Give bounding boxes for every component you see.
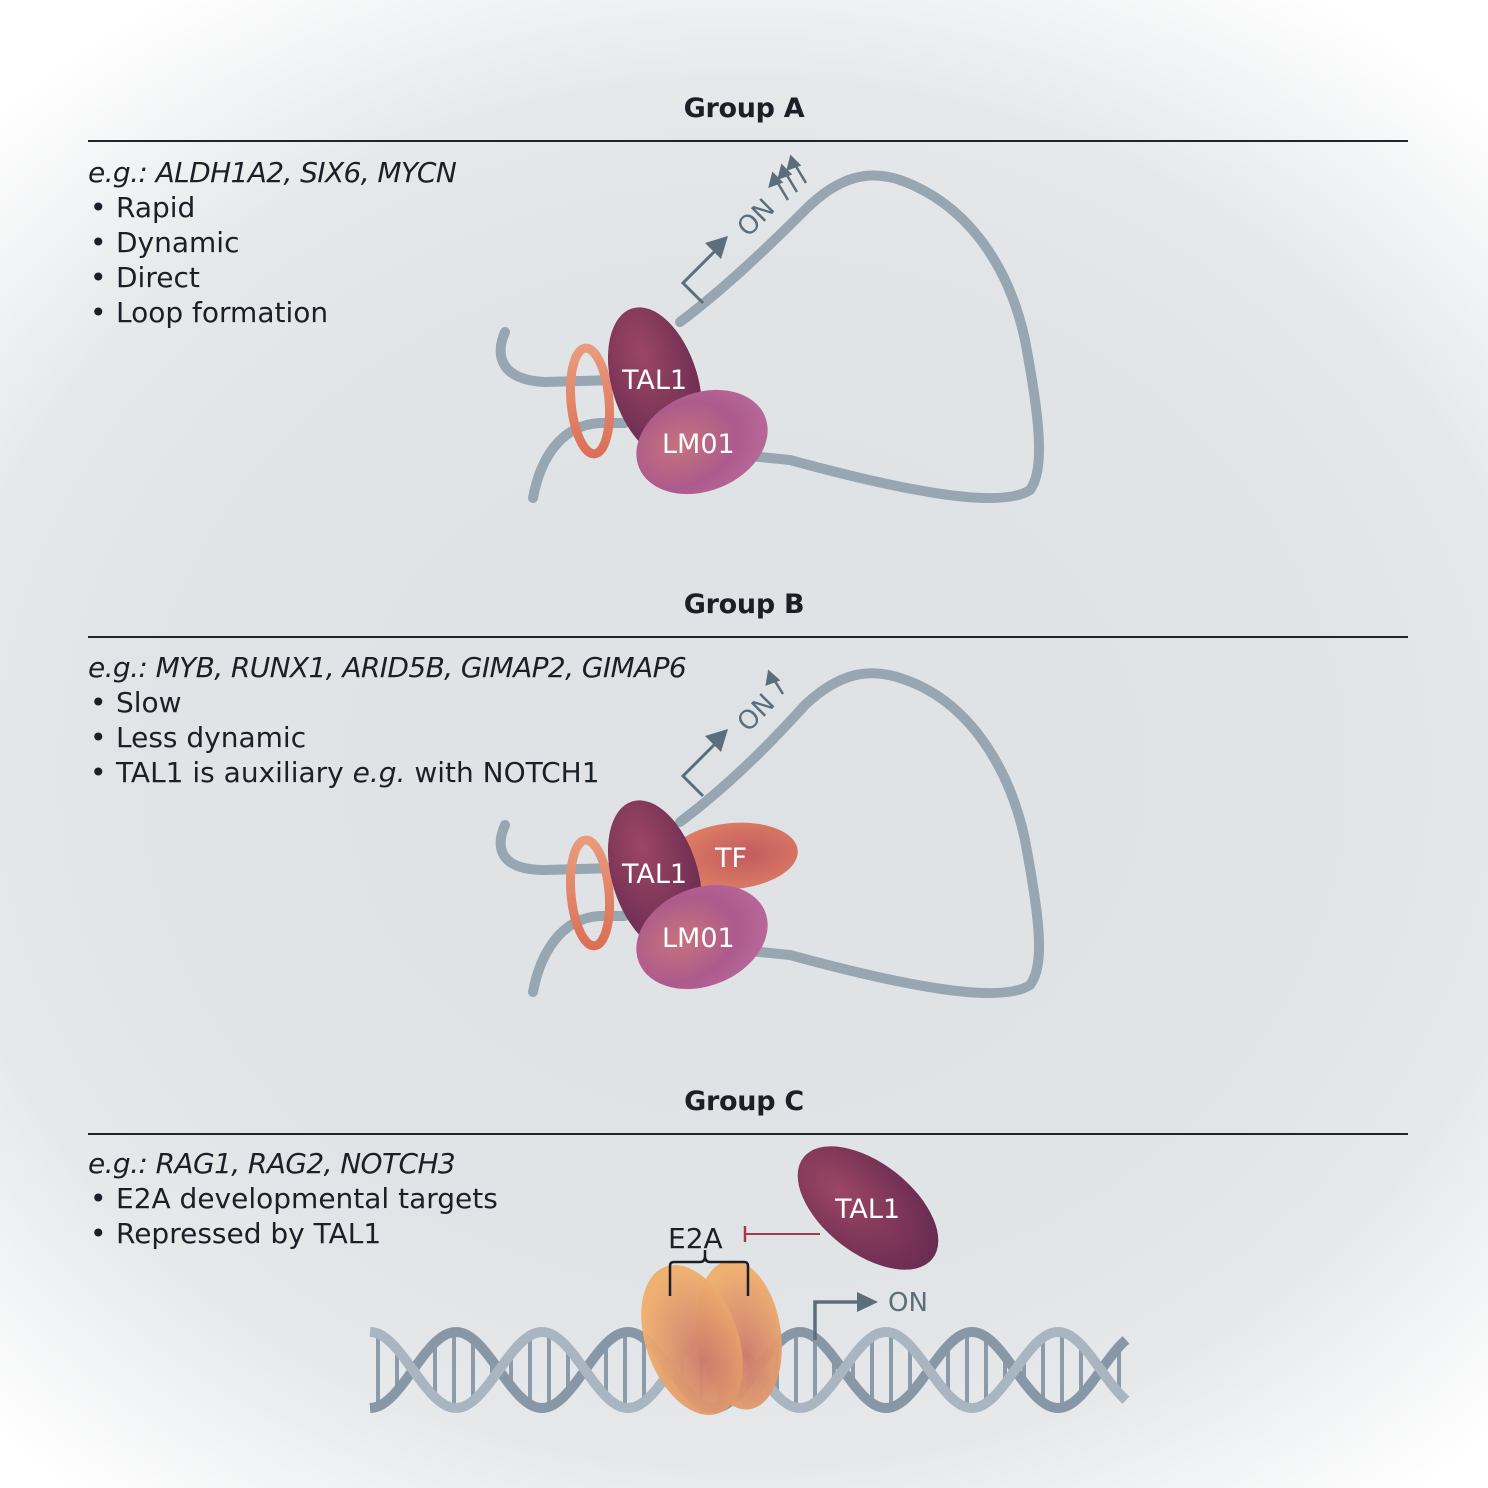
chromatin-loop <box>495 170 1045 503</box>
on-label: ON <box>732 689 781 738</box>
tal1-label: TAL1 <box>621 859 687 890</box>
bullet-item: •Dynamic <box>90 226 240 259</box>
gene-list: ALDH1A2, SIX6, MYCN <box>155 156 457 189</box>
bullet-item: •E2A developmental targets <box>90 1182 498 1215</box>
bullet-item: •Repressed by TAL1 <box>90 1217 382 1250</box>
chromatin-loop <box>495 668 1045 998</box>
group-c-diagram: E2A TAL1 ON <box>369 1146 1130 1415</box>
e2a-bracket <box>668 1250 750 1296</box>
bullet-item: •TAL1 is auxiliary e.g. with NOTCH1 <box>90 755 600 790</box>
tal1-protein <box>797 1146 939 1270</box>
group-b-diagram: TAL1 TF LM01 ON <box>495 668 1045 998</box>
on-label: ON <box>888 1288 928 1318</box>
bullet-item: •Slow <box>90 686 182 719</box>
group-c-divider <box>88 1133 1408 1135</box>
bullet-text: Rapid <box>116 191 196 224</box>
eg-prefix: e.g.: <box>88 156 148 189</box>
bullet-item: •Loop formation <box>90 296 329 329</box>
e2a-label: E2A <box>668 1222 723 1255</box>
transcription-start-arrow <box>680 246 720 305</box>
group-b-examples: e.g.: MYB, RUNX1, ARID5B, GIMAP2, GIMAP6 <box>88 650 687 685</box>
lmo1-protein <box>636 884 768 990</box>
arrow-head-icon <box>705 236 728 259</box>
bullet-item: •Less dynamic <box>90 721 307 754</box>
group-c-examples: e.g.: RAG1, RAG2, NOTCH3 <box>88 1146 498 1181</box>
gene-list: RAG1, RAG2, NOTCH3 <box>155 1147 456 1180</box>
group-c-title: Group C <box>684 1086 804 1117</box>
bullet-text: Repressed by TAL1 <box>116 1217 382 1250</box>
e2a-monomer <box>641 1265 743 1415</box>
chromatin-strand-lower <box>528 418 630 503</box>
group-a-examples: e.g.: ALDH1A2, SIX6, MYCN <box>88 155 457 190</box>
arrow-head-icon <box>857 1292 878 1312</box>
eg-prefix: e.g.: <box>88 1147 148 1180</box>
bullet-item: •Rapid <box>90 191 196 224</box>
group-a-description: e.g.: ALDH1A2, SIX6, MYCN •Rapid •Dynami… <box>88 155 457 330</box>
bullet-text-italic: e.g. <box>352 756 406 789</box>
bullet-text: Direct <box>116 261 200 294</box>
cohesin-ring <box>566 835 614 951</box>
bullet-text-post: with NOTCH1 <box>405 756 600 789</box>
lmo1-label: LM01 <box>662 923 735 954</box>
group-a-diagram: TAL1 LM01 ON <box>495 154 1045 503</box>
bullet-text: Less dynamic <box>116 721 307 754</box>
bullet-text: TAL1 is auxiliary e.g. with NOTCH1 <box>116 755 600 790</box>
group-b-title: Group B <box>683 589 805 620</box>
group-b-description: e.g.: MYB, RUNX1, ARID5B, GIMAP2, GIMAP6… <box>88 650 687 790</box>
chromatin-strand-lower <box>528 911 630 997</box>
bullet-text: Slow <box>116 686 182 719</box>
eg-prefix: e.g.: <box>88 651 148 684</box>
group-c-description: e.g.: RAG1, RAG2, NOTCH3 •E2A developmen… <box>88 1146 498 1251</box>
upregulation-arrows-icon <box>768 154 808 201</box>
group-a-title: Group A <box>683 93 805 124</box>
cohesin-ring <box>566 343 614 459</box>
lmo1-label: LM01 <box>662 429 735 460</box>
tal1-label: TAL1 <box>834 1194 900 1225</box>
group-a-divider <box>88 140 1408 142</box>
transcription-start-arrow <box>813 1300 858 1340</box>
transcription-start-arrow <box>680 739 720 798</box>
upregulation-arrow-icon <box>765 669 785 695</box>
bullet-text-pre: TAL1 is auxiliary <box>116 756 353 789</box>
arrow-head-icon <box>705 729 728 752</box>
lmo1-protein <box>636 389 768 495</box>
bullet-item: •Direct <box>90 261 200 294</box>
tf-protein <box>668 822 798 890</box>
tf-label: TF <box>714 843 747 874</box>
bullet-text: E2A developmental targets <box>116 1182 498 1215</box>
gene-list: MYB, RUNX1, ARID5B, GIMAP2, GIMAP6 <box>155 651 687 684</box>
tal1-label: TAL1 <box>621 365 687 396</box>
bullet-text: Dynamic <box>116 226 240 259</box>
bullet-text: Loop formation <box>116 296 329 329</box>
group-b-divider <box>88 636 1408 638</box>
